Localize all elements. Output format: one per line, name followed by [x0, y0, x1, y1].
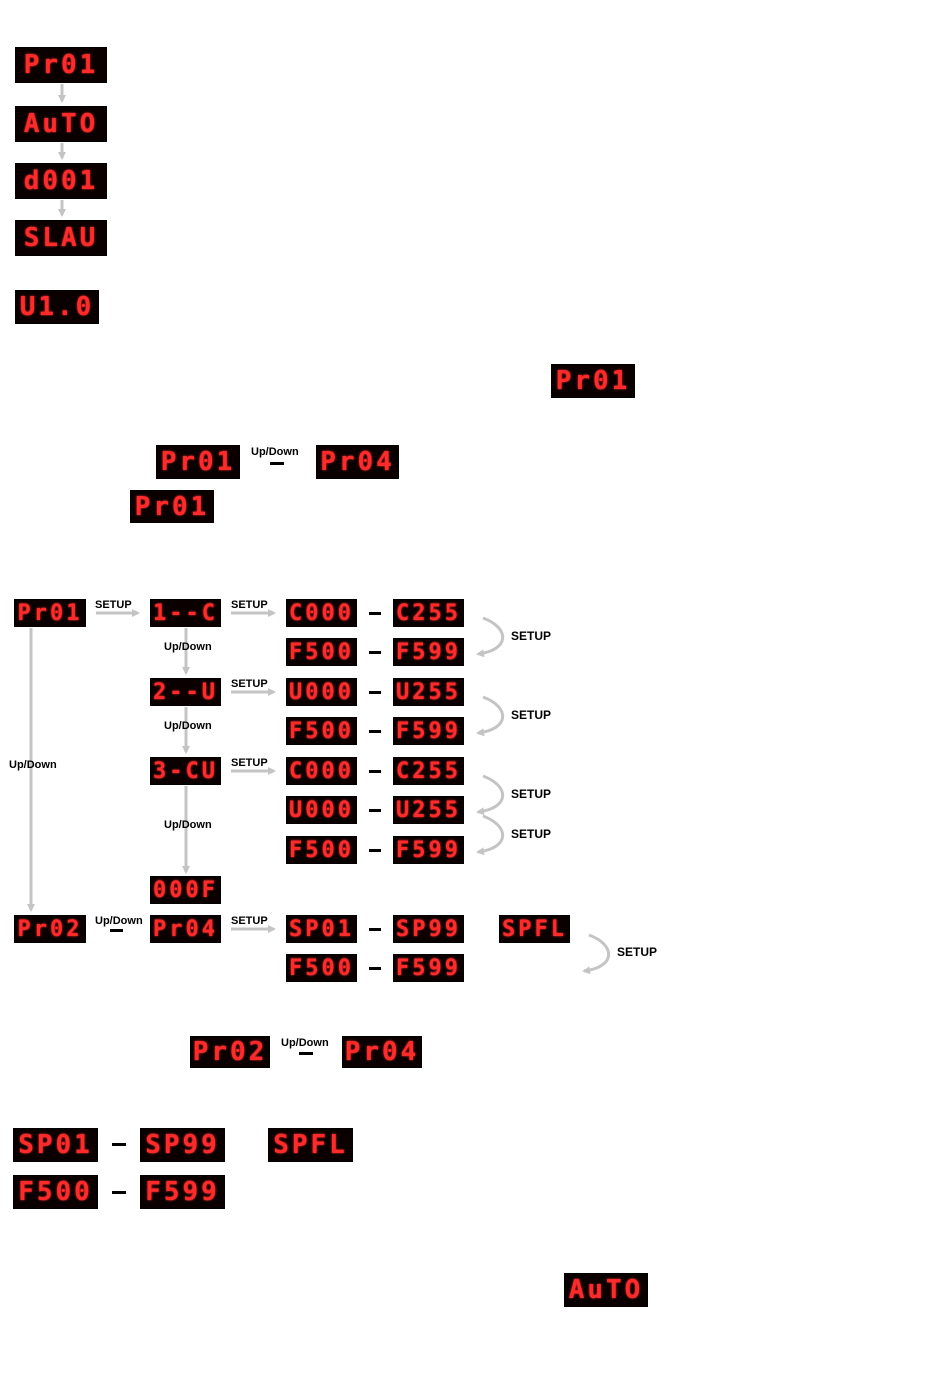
updown-label: Up/Down	[95, 915, 143, 927]
flow-u-start: U000	[286, 796, 357, 824]
range-dash	[110, 929, 123, 932]
flow-f-start: F500	[286, 836, 357, 864]
flow-f-start: F500	[286, 638, 357, 666]
updown-label: Up/Down	[164, 720, 212, 732]
flow-mode1: 1--C	[150, 599, 221, 627]
range-dash	[369, 849, 381, 852]
flow-f-end: F599	[393, 836, 464, 864]
flow-f-end: F599	[393, 717, 464, 745]
display-pr01-below: Pr01	[130, 490, 214, 523]
flow-u-end: U255	[393, 678, 464, 706]
range-dash	[369, 967, 381, 970]
display-slau: SLAU	[15, 220, 107, 256]
display-pr04: Pr04	[342, 1036, 422, 1068]
flow-u-start: U000	[286, 678, 357, 706]
display-auto: AuTO	[15, 106, 107, 142]
range-dash	[112, 1191, 126, 1194]
setup-label: SETUP	[511, 827, 552, 841]
flow-sp-end: SP99	[393, 915, 464, 943]
display-spfl: SPFL	[268, 1128, 353, 1162]
display-d001: d001	[15, 163, 107, 199]
range-dash	[112, 1143, 126, 1146]
range-dash	[369, 691, 381, 694]
setup-label: SETUP	[511, 787, 552, 801]
display-f500: F500	[13, 1175, 98, 1209]
setup-label: SETUP	[617, 945, 658, 959]
range-dash	[369, 651, 381, 654]
flow-spfl: SPFL	[499, 915, 570, 943]
range-dash	[270, 462, 284, 465]
display-range-end: Pr04	[316, 445, 399, 479]
flow-pr04: Pr04	[150, 915, 221, 943]
flow-f-start: F500	[286, 717, 357, 745]
range-dash	[369, 730, 381, 733]
flow-c-start: C000	[286, 599, 357, 627]
updown-label: Up/Down	[164, 819, 212, 831]
setup-label: SETUP	[95, 599, 132, 611]
flow-c-start: C000	[286, 757, 357, 785]
updown-label: Up/Down	[9, 759, 57, 771]
updown-label: Up/Down	[251, 446, 299, 458]
flow-mode-off: 000F	[150, 876, 221, 904]
updown-label: Up/Down	[281, 1037, 329, 1049]
display-pr01-right: Pr01	[551, 364, 635, 398]
range-dash	[369, 770, 381, 773]
display-f599: F599	[140, 1175, 225, 1209]
flow-pr01: Pr01	[14, 599, 86, 627]
setup-label: SETUP	[231, 599, 268, 611]
flow-f-end: F599	[393, 638, 464, 666]
range-dash	[299, 1052, 313, 1055]
flow-u-end: U255	[393, 796, 464, 824]
range-dash	[369, 612, 381, 615]
setup-label: SETUP	[231, 915, 268, 927]
display-pr02: Pr02	[190, 1036, 270, 1068]
flow-sp-start: SP01	[286, 915, 357, 943]
flow-f-end: F599	[393, 954, 464, 982]
updown-label: Up/Down	[164, 641, 212, 653]
setup-label: SETUP	[511, 629, 552, 643]
display-pr01: Pr01	[15, 47, 107, 83]
display-version: U1.0	[15, 290, 99, 324]
setup-label: SETUP	[231, 678, 268, 690]
setup-label: SETUP	[231, 757, 268, 769]
range-dash	[369, 809, 381, 812]
flow-mode3: 3-CU	[150, 757, 221, 785]
flow-c-end: C255	[393, 599, 464, 627]
display-range-start: Pr01	[156, 445, 240, 479]
flow-mode2: 2--U	[150, 678, 221, 706]
flow-f-start: F500	[286, 954, 357, 982]
flow-pr02: Pr02	[14, 915, 86, 943]
flow-c-end: C255	[393, 757, 464, 785]
setup-label: SETUP	[511, 708, 552, 722]
display-sp01: SP01	[13, 1128, 98, 1162]
display-sp99: SP99	[140, 1128, 225, 1162]
display-auto-bottom: AuTO	[564, 1273, 648, 1307]
range-dash	[369, 928, 381, 931]
